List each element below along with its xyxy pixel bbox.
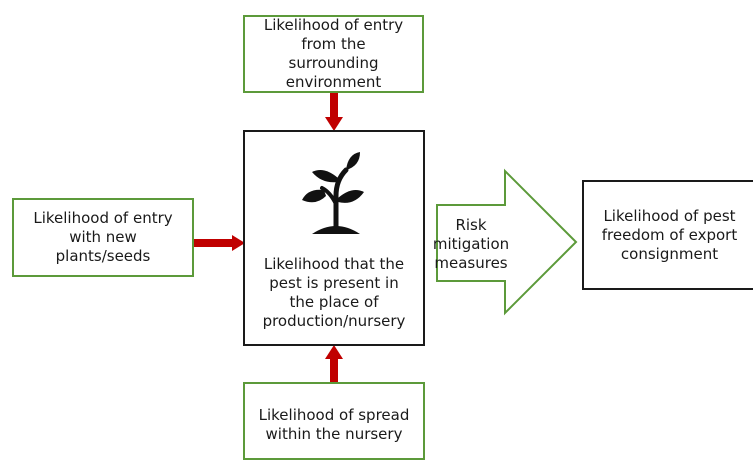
plant-sprout-icon	[302, 152, 366, 239]
entry-new-plants-box: Likelihood of entry with new plants/seed…	[12, 198, 194, 277]
pest-freedom-box: Likelihood of pest freedom of export con…	[582, 180, 753, 290]
risk-mitigation-label: Risk mitigation measures	[432, 215, 510, 272]
spread-within-nursery-box: Likelihood of spread within the nursery	[243, 382, 425, 460]
arrow-left-to-center	[194, 235, 245, 251]
pest-freedom-label: Likelihood of pest freedom of export con…	[601, 206, 738, 263]
spread-within-nursery-label: Likelihood of spread within the nursery	[258, 406, 410, 443]
risk-mitigation-label-area: Risk mitigation measures	[433, 212, 509, 276]
entry-surrounding-label: Likelihood of entry from the surrounding…	[263, 16, 404, 91]
place-of-production-box: Likelihood that the pest is present in t…	[243, 130, 425, 346]
entry-surrounding-box: Likelihood of entry from the surrounding…	[243, 15, 424, 93]
risk-mitigation-arrow-shape	[436, 168, 578, 316]
arrow-top-to-center	[325, 92, 343, 131]
place-of-production-label: Likelihood that the pest is present in t…	[262, 255, 406, 330]
arrow-bottom-to-center	[325, 345, 343, 382]
entry-new-plants-label: Likelihood of entry with new plants/seed…	[33, 209, 173, 265]
